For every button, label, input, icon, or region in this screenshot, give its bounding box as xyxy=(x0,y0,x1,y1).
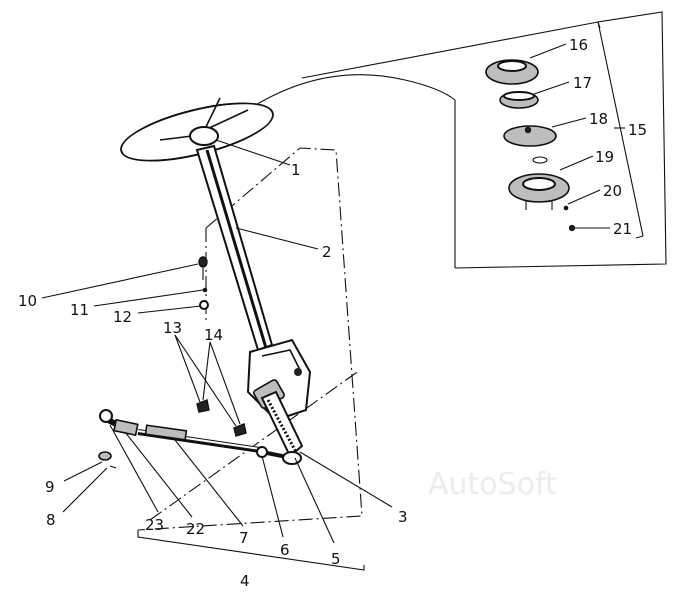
callout-1: 1 xyxy=(291,161,301,179)
pitman-arm xyxy=(260,390,304,458)
callout-4: 4 xyxy=(240,572,250,590)
inset-parts xyxy=(485,59,576,232)
phantom-outline xyxy=(137,147,363,531)
tie-rod xyxy=(99,409,302,465)
callout-labels: 1 2 3 4 5 6 7 8 9 10 11 12 13 14 15 16 1… xyxy=(18,36,647,590)
callout-23: 23 xyxy=(145,516,164,534)
callout-8: 8 xyxy=(46,511,56,529)
callout-9: 9 xyxy=(45,478,55,496)
callout-22: 22 xyxy=(186,520,205,538)
callout-17: 17 xyxy=(573,74,592,92)
callout-10: 10 xyxy=(18,292,37,310)
fasteners xyxy=(98,256,247,469)
callout-20: 20 xyxy=(603,182,622,200)
callout-2: 2 xyxy=(322,243,332,261)
detail-inset-frame xyxy=(239,11,667,269)
callout-19: 19 xyxy=(595,148,614,166)
callout-18: 18 xyxy=(589,110,608,128)
callout-11: 11 xyxy=(70,301,89,319)
callout-14: 14 xyxy=(204,326,223,344)
callout-12: 12 xyxy=(113,308,132,326)
callout-3: 3 xyxy=(398,508,408,526)
callout-13: 13 xyxy=(163,319,182,337)
callout-21: 21 xyxy=(613,220,632,238)
steering-wheel xyxy=(120,97,274,162)
callout-7: 7 xyxy=(239,529,249,547)
callout-16: 16 xyxy=(569,36,588,54)
assembly-bracket-4 xyxy=(137,530,365,571)
callout-5: 5 xyxy=(331,550,341,568)
watermark: AutoSoft xyxy=(428,467,557,502)
callout-15: 15 xyxy=(628,121,647,139)
steering-column xyxy=(195,144,274,352)
leader-lines xyxy=(41,43,625,544)
callout-6: 6 xyxy=(280,541,290,559)
